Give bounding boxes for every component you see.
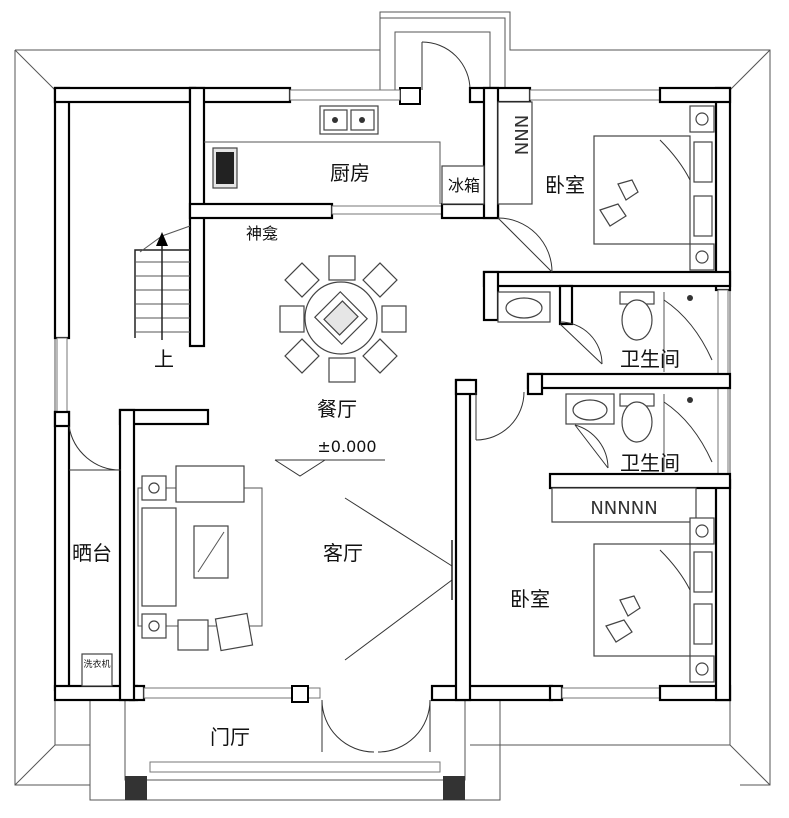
label-dining: 餐厅 [317,397,357,421]
level-mark: ±0.000 [317,437,376,456]
label-fridge: 冰箱 [448,176,480,195]
column-n [399,87,421,105]
bedroom-ne-furniture: NNN [497,101,715,271]
label-bedroom-ne: 卧室 [545,173,585,197]
label-shrine: 神龛 [246,224,278,243]
level-marker [274,459,385,477]
label-balcony: 晒台 [72,541,112,565]
label-foyer: 门厅 [210,725,250,749]
bedroom-se-furniture: NNNNN [551,487,715,683]
label-bedroom-se: 卧室 [510,587,550,611]
svg-text:NNNNN: NNNNN [590,498,657,519]
entrance-porch [89,700,501,801]
fridge [441,165,485,205]
label-kitchen: 厨房 [330,161,370,185]
staircase [134,225,191,340]
living-furniture [81,465,263,687]
label-living: 客厅 [323,541,363,565]
dining-table [279,255,407,383]
column-sw [125,776,147,800]
interior-walls [53,86,732,702]
north-bay [379,17,506,105]
kitchen-fixtures [204,105,485,205]
bath-2-fixtures [565,393,713,472]
bath-1-fixtures [497,291,713,372]
column-se [443,776,465,800]
label-bath-1: 卫生间 [620,347,680,371]
svg-text:NNN: NNN [510,115,531,155]
washer [81,653,113,687]
label-bath-2: 卫生间 [620,451,680,475]
label-stair-up: 上 [154,347,174,371]
doors [68,217,609,753]
label-washer: 洗衣机 [83,658,110,670]
